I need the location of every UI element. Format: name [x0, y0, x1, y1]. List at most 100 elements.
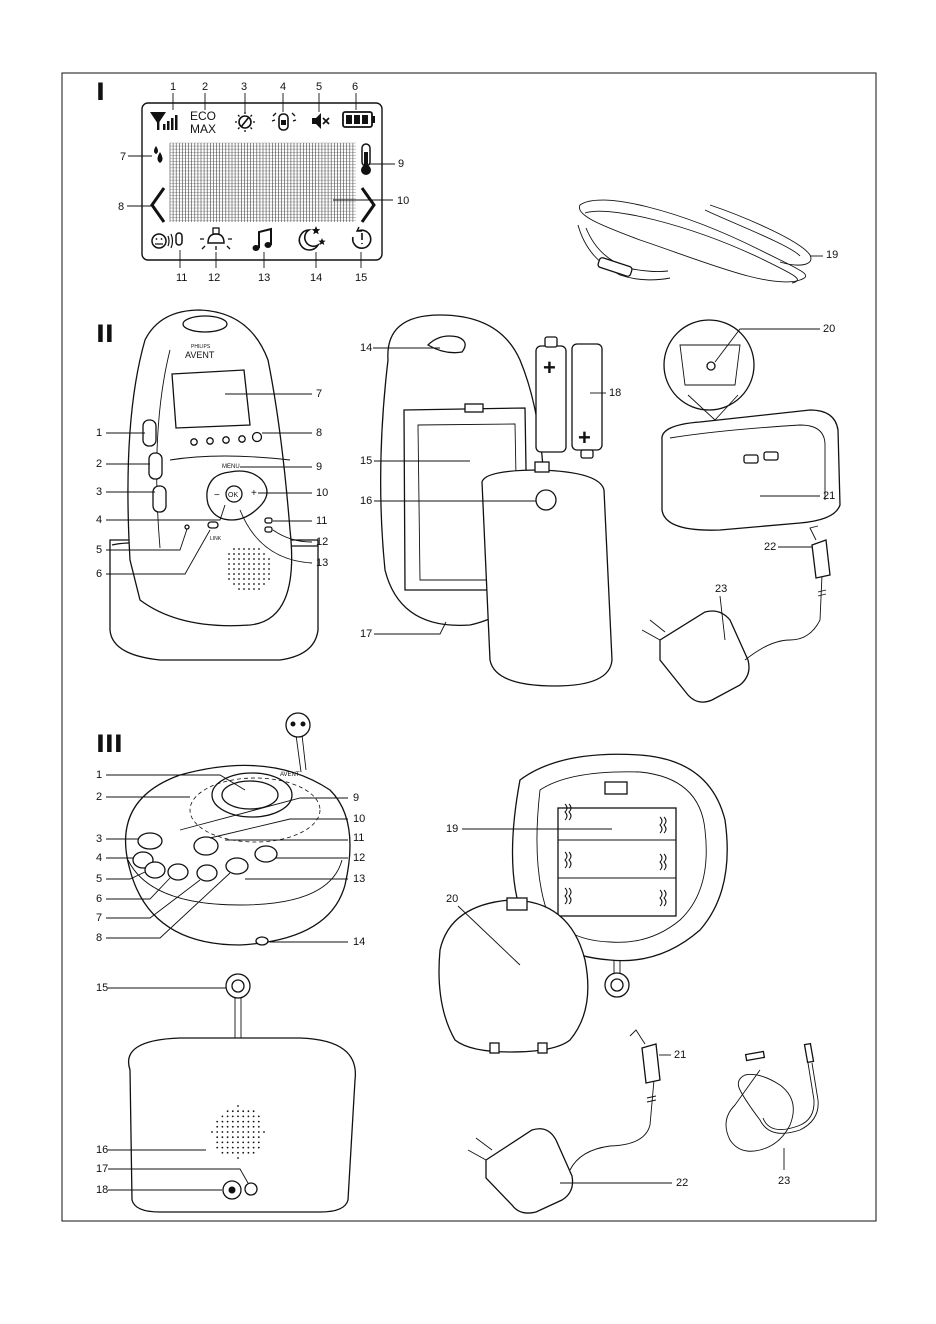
callout-label: 2 — [96, 791, 102, 803]
neck-strap: 19 — [578, 200, 838, 283]
ok-label: OK — [228, 492, 238, 499]
callout-label: 5 — [96, 544, 102, 556]
talk-icon — [152, 233, 182, 248]
callout-label: 5 — [96, 873, 102, 885]
baby-unit-icon — [272, 113, 296, 130]
arrow-right-icon — [362, 188, 374, 222]
mute-icon — [312, 113, 329, 129]
side-button-2 — [149, 453, 162, 479]
callout-label: 6 — [96, 893, 102, 905]
callout-label: 16 — [360, 495, 372, 507]
callout-label: 20 — [446, 893, 458, 905]
baby-power-adapter — [468, 1030, 660, 1213]
callout-label: 19 — [446, 823, 458, 835]
callout-label: 9 — [353, 792, 359, 804]
callout-label: 9 — [316, 461, 322, 473]
callout-label: 23 — [778, 1175, 790, 1187]
eco-max-icon: ECO MAX — [190, 109, 216, 136]
section-title-III: III — [96, 730, 123, 758]
section-III-adapter-callouts: 21 22 — [560, 1049, 688, 1189]
parent-unit: PHILIPS AVENT MENU OK + − LINK — [110, 310, 318, 660]
callout-label: 4 — [96, 852, 102, 864]
callout-label: 17 — [360, 628, 372, 640]
menu-label: MENU — [222, 464, 240, 470]
charger-cradle — [662, 320, 840, 530]
callout-label: 8 — [118, 201, 124, 213]
callout-label: 3 — [241, 81, 247, 93]
baby-unit: AVENT — [126, 713, 350, 945]
section-title-I: I — [96, 78, 105, 106]
plus-label: + — [251, 488, 257, 499]
callout-label: 21 — [674, 1049, 686, 1061]
callout-label: 23 — [715, 583, 727, 595]
callout-label: 16 — [96, 1144, 108, 1156]
lamp-icon — [200, 228, 232, 250]
callout-label: 1 — [96, 769, 102, 781]
callout-label: 6 — [96, 568, 102, 580]
callout-label: 15 — [96, 982, 108, 994]
audio-cable: 23 — [726, 1044, 818, 1187]
callout-label: 11 — [316, 515, 327, 527]
section-title-II: II — [96, 320, 114, 348]
callout-label: 8 — [316, 427, 322, 439]
power-adapter — [642, 526, 830, 702]
callout-label: 4 — [96, 514, 102, 526]
callout-label: 10 — [353, 813, 365, 825]
callout-label: 1 — [96, 427, 102, 439]
callout-label: 1 — [170, 81, 176, 93]
callout-label: 7 — [316, 388, 322, 400]
callout-label: 6 — [352, 81, 358, 93]
callout-label: 10 — [397, 195, 409, 207]
callout-label: 12 — [208, 272, 220, 284]
max-text: MAX — [190, 122, 216, 136]
speaker-grille — [228, 548, 270, 590]
baby-brand-text: AVENT — [280, 772, 300, 778]
callout-label: 11 — [176, 272, 187, 284]
link-label: LINK — [210, 536, 222, 542]
baby-battery-cover — [439, 898, 588, 1053]
callout-label: 15 — [360, 455, 372, 467]
callout-label: 13 — [353, 873, 365, 885]
callout-label: 13 — [316, 557, 328, 569]
baby-unit-back — [129, 974, 356, 1212]
lullaby-moon-icon — [299, 226, 325, 250]
callout-label: 2 — [202, 81, 208, 93]
callout-label: 10 — [316, 487, 328, 499]
callout-label: 14 — [360, 342, 372, 354]
callout-label: 7 — [120, 151, 126, 163]
timer-icon — [353, 227, 371, 248]
callout-label: 3 — [96, 833, 102, 845]
batteries: + + — [536, 337, 602, 458]
music-note-icon — [253, 229, 272, 251]
callout-label: 12 — [353, 852, 365, 864]
callout-label: 9 — [398, 158, 404, 170]
callout-label: 7 — [96, 912, 102, 924]
callout-label: 20 — [823, 323, 835, 335]
battery-plus-2: + — [578, 425, 591, 450]
callout-label: 8 — [96, 932, 102, 944]
lcd-display: ECO MAX — [142, 103, 382, 260]
minus-label: − — [214, 490, 220, 501]
eco-text: ECO — [190, 109, 216, 123]
arrow-left-icon — [152, 188, 164, 222]
signal-strength-icon — [150, 112, 178, 130]
temperature-icon — [361, 144, 371, 175]
callout-label: 14 — [310, 272, 322, 284]
callout-label: 22 — [676, 1177, 688, 1189]
dot-matrix-area — [170, 143, 356, 222]
battery-icon — [343, 112, 375, 127]
brand-text: AVENT — [185, 350, 215, 360]
side-button-3 — [153, 486, 166, 512]
callout-label: 19 — [826, 249, 838, 261]
callout-label: 18 — [609, 387, 621, 399]
callout-label: 15 — [355, 272, 367, 284]
callout-label: 2 — [96, 458, 102, 470]
callout-label: 4 — [280, 81, 286, 93]
callout-label: 12 — [316, 536, 328, 548]
callout-label: 21 — [823, 490, 835, 502]
callout-label: 11 — [353, 832, 364, 844]
callout-label: 14 — [353, 936, 365, 948]
callout-label: 5 — [316, 81, 322, 93]
callout-label: 13 — [258, 272, 270, 284]
